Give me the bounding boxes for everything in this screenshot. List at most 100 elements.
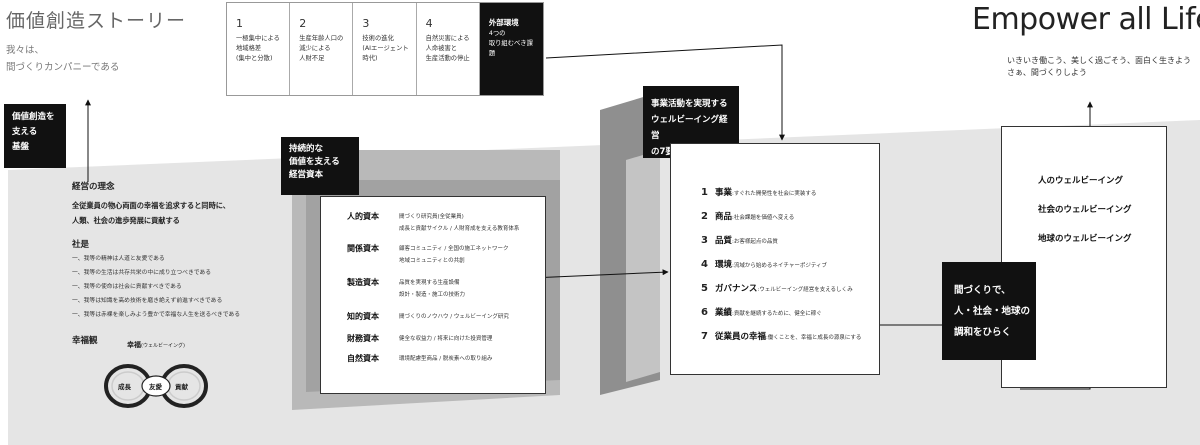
capital-line: 健全な収益力 / 将来に向けた投資管理 (399, 336, 493, 342)
capital-line: 間づくり研究員(全従業員) (399, 214, 464, 220)
capital-label-relationship: 関係資本 (347, 244, 379, 253)
external-environment: 1 一極集中による 地域格差 (集中と分散) 2 生産年齢人口の 減少による 人… (226, 2, 544, 96)
issue-line: (AIエージェント (362, 45, 409, 52)
capital-item: 財務資本 健全な収益力 / 将来に向けた投資管理 (347, 333, 545, 353)
philosophy-block: 経営の理念 全従業員の物心両面の幸福を追求すると同時に、 人類、社会の進歩発展に… (72, 180, 302, 322)
external-environment-label: 外部環境 4つの 取り組むべき課題 (479, 3, 543, 95)
motto-list: 一、我等の精神は人道と友愛である 一、我等の生活は共存共栄の中に成り立つべきであ… (72, 252, 302, 322)
callout-line: 間づくりで、 (954, 285, 1011, 296)
element-item: 7 従業員の幸福:働くことを、幸福と成長の源泉にする (701, 330, 879, 354)
element-number: 3 (701, 235, 708, 246)
issue-line: 生産年齢人口の (299, 35, 344, 42)
issue-line: 自然災害による (425, 35, 470, 42)
capital-label-financial: 財務資本 (347, 334, 379, 343)
cycle-friendship: 友愛 (149, 383, 162, 391)
element-desc: :働くことを、幸福と成長の源泉にする (766, 335, 862, 341)
capital-line: 設計・製造・施工の技術力 (399, 292, 466, 298)
external-title: 外部環境 (488, 18, 519, 27)
label-line: 事業活動を実現する (651, 99, 728, 109)
page-subtitle: 我々は、 間づくりカンパニーである (6, 42, 119, 76)
element-number: 4 (701, 259, 708, 270)
external-issue-3: 3 技術の進化 (AIエージェント 時代) (353, 3, 417, 95)
label-line: ウェルビーイング経営 (651, 115, 728, 141)
capital-line: 地域コミュニティとの共創 (399, 258, 465, 264)
issue-line: 技術の進化 (362, 35, 394, 42)
capital-values: 品質を実現する生産設備 設計・製造・施工の技術力 (399, 277, 465, 301)
capital-line: 品質を実現する生産設備 (399, 280, 460, 286)
slogan-line: いきいき働こう、美しく過ごそう、面白く生きよう (1007, 56, 1191, 65)
issue-line: 一極集中による (236, 35, 280, 42)
capital-label-human: 人的資本 (347, 212, 379, 221)
external-issue-1: 1 一極集中による 地域格差 (集中と分散) (227, 3, 291, 95)
elements-shadow-light (626, 150, 660, 382)
happiness-word: 幸福 (127, 341, 141, 349)
happiness-label: 幸福(ウェルビーイング) (127, 340, 185, 350)
issue-number: 3 (362, 17, 370, 30)
external-line: 4つの (488, 30, 506, 37)
capital-values: 間づくり研究員(全従業員) 成長と貢献サイクル / 人財育成を支える教育体系 (399, 211, 519, 235)
motto-line: 一、我等の生活は共存共栄の中に成り立つべきである (72, 270, 212, 276)
element-key: ガバナンス (715, 284, 758, 294)
external-line: 取り組むべき課題 (488, 40, 533, 57)
label-line: 支える (12, 127, 38, 137)
wellbeing-earth: 地球のウェルビーイング (1038, 234, 1132, 244)
issue-line: (集中と分散) (236, 55, 273, 62)
external-issue-2: 2 生産年齢人口の 減少による 人財不足 (290, 3, 354, 95)
philosophy-text: 全従業員の物心両面の幸福を追求すると同時に、 人類、社会の進歩発展に貢献する (72, 198, 302, 228)
capital-item: 知的資本 間づくりのノウハウ / ウェルビーイング研究 (347, 311, 545, 333)
element-number: 7 (701, 331, 708, 342)
element-desc: :社会課題を価値へ変える (732, 215, 795, 221)
element-desc: :流域から始めるネイチャーポジティブ (732, 263, 827, 269)
element-key: 事業 (715, 188, 733, 198)
issue-number: 2 (299, 17, 307, 30)
issue-line: 地域格差 (236, 45, 262, 52)
slogan-line: さぁ、間づくりしよう (1007, 68, 1087, 77)
wellbeing-people: 人のウェルビーイング (1038, 176, 1124, 186)
capital-label-manufacturing: 製造資本 (347, 278, 379, 287)
motto-line: 一、我等は知識を高め技術を磨き絶えず前進すべきである (72, 298, 223, 304)
capital-item: 自然資本 環境配慮型商品 / 脱炭素への取り組み (347, 353, 545, 373)
label-line: 持続的な (289, 144, 324, 154)
happiness-sub: (ウェルビーイング) (141, 343, 185, 349)
happiness-heading: 幸福観 (72, 336, 98, 346)
mission-callout: 間づくりで、 人・社会・地球の 調和をひらく (942, 262, 1036, 360)
label-line: 基盤 (12, 142, 30, 152)
element-desc: :お客様起点の品質 (732, 239, 778, 245)
capital-item: 関係資本 顧客コミュニティ / 全国の施工ネットワーク 地域コミュニティとの共創 (347, 243, 545, 277)
capital-line: 環境配慮型商品 / 脱炭素への取り組み (399, 356, 493, 362)
capital-line: 成長と貢献サイクル / 人財育成を支える教育体系 (399, 226, 520, 232)
motto-line: 一、我等は赤裸を楽しみよう豊かで幸福な人生を送るべきである (72, 312, 241, 318)
label-line: の7要素 (651, 147, 683, 157)
element-desc: :すぐれた開発性を社会に実装する (732, 191, 817, 197)
motto-line: 一、我等の精神は人道と友愛である (72, 256, 165, 262)
issue-line: 生産活動の停止 (425, 55, 470, 62)
element-key: 従業員の幸福 (715, 332, 767, 342)
capital-line: 顧客コミュニティ / 全国の施工ネットワーク (399, 246, 509, 252)
element-key: 商品 (715, 212, 733, 222)
capital-card: 人的資本 間づくり研究員(全従業員) 成長と貢献サイクル / 人財育成を支える教… (320, 196, 546, 394)
element-key: 環境 (715, 260, 733, 270)
element-desc: :ウェルビーイング経営を支えるしくみ (757, 287, 853, 293)
issue-line: 人命被害と (425, 45, 458, 52)
capital-item: 人的資本 間づくり研究員(全従業員) 成長と貢献サイクル / 人財育成を支える教… (347, 211, 545, 243)
cycle-growth: 成長 (118, 383, 131, 391)
capital-item: 製造資本 品質を実現する生産設備 設計・製造・施工の技術力 (347, 277, 545, 311)
external-issue-4: 4 自然災害による 人命被害と 生産活動の停止 (417, 3, 480, 95)
element-item: 3 品質:お客様起点の品質 (701, 234, 879, 258)
brand-tagline: Empower all Life (972, 2, 1200, 37)
page-title: 価値創造ストーリー (6, 10, 187, 32)
element-item: 4 環境:流域から始めるネイチャーポジティブ (701, 258, 879, 282)
foundation-label: 価値創造を 支える 基盤 (4, 104, 66, 168)
issue-number: 4 (425, 17, 433, 30)
philosophy-line: 全従業員の物心両面の幸福を追求すると同時に、 (72, 201, 230, 210)
cycle-contribution: 貢献 (175, 383, 188, 391)
brand-slogan: いきいき働こう、美しく過ごそう、面白く生きよう さぁ、間づくりしよう (1007, 55, 1191, 79)
element-number: 6 (701, 307, 708, 318)
subtitle-line: 我々は、 (6, 45, 45, 56)
issue-line: 時代) (362, 55, 378, 62)
element-key: 品質 (715, 236, 733, 246)
